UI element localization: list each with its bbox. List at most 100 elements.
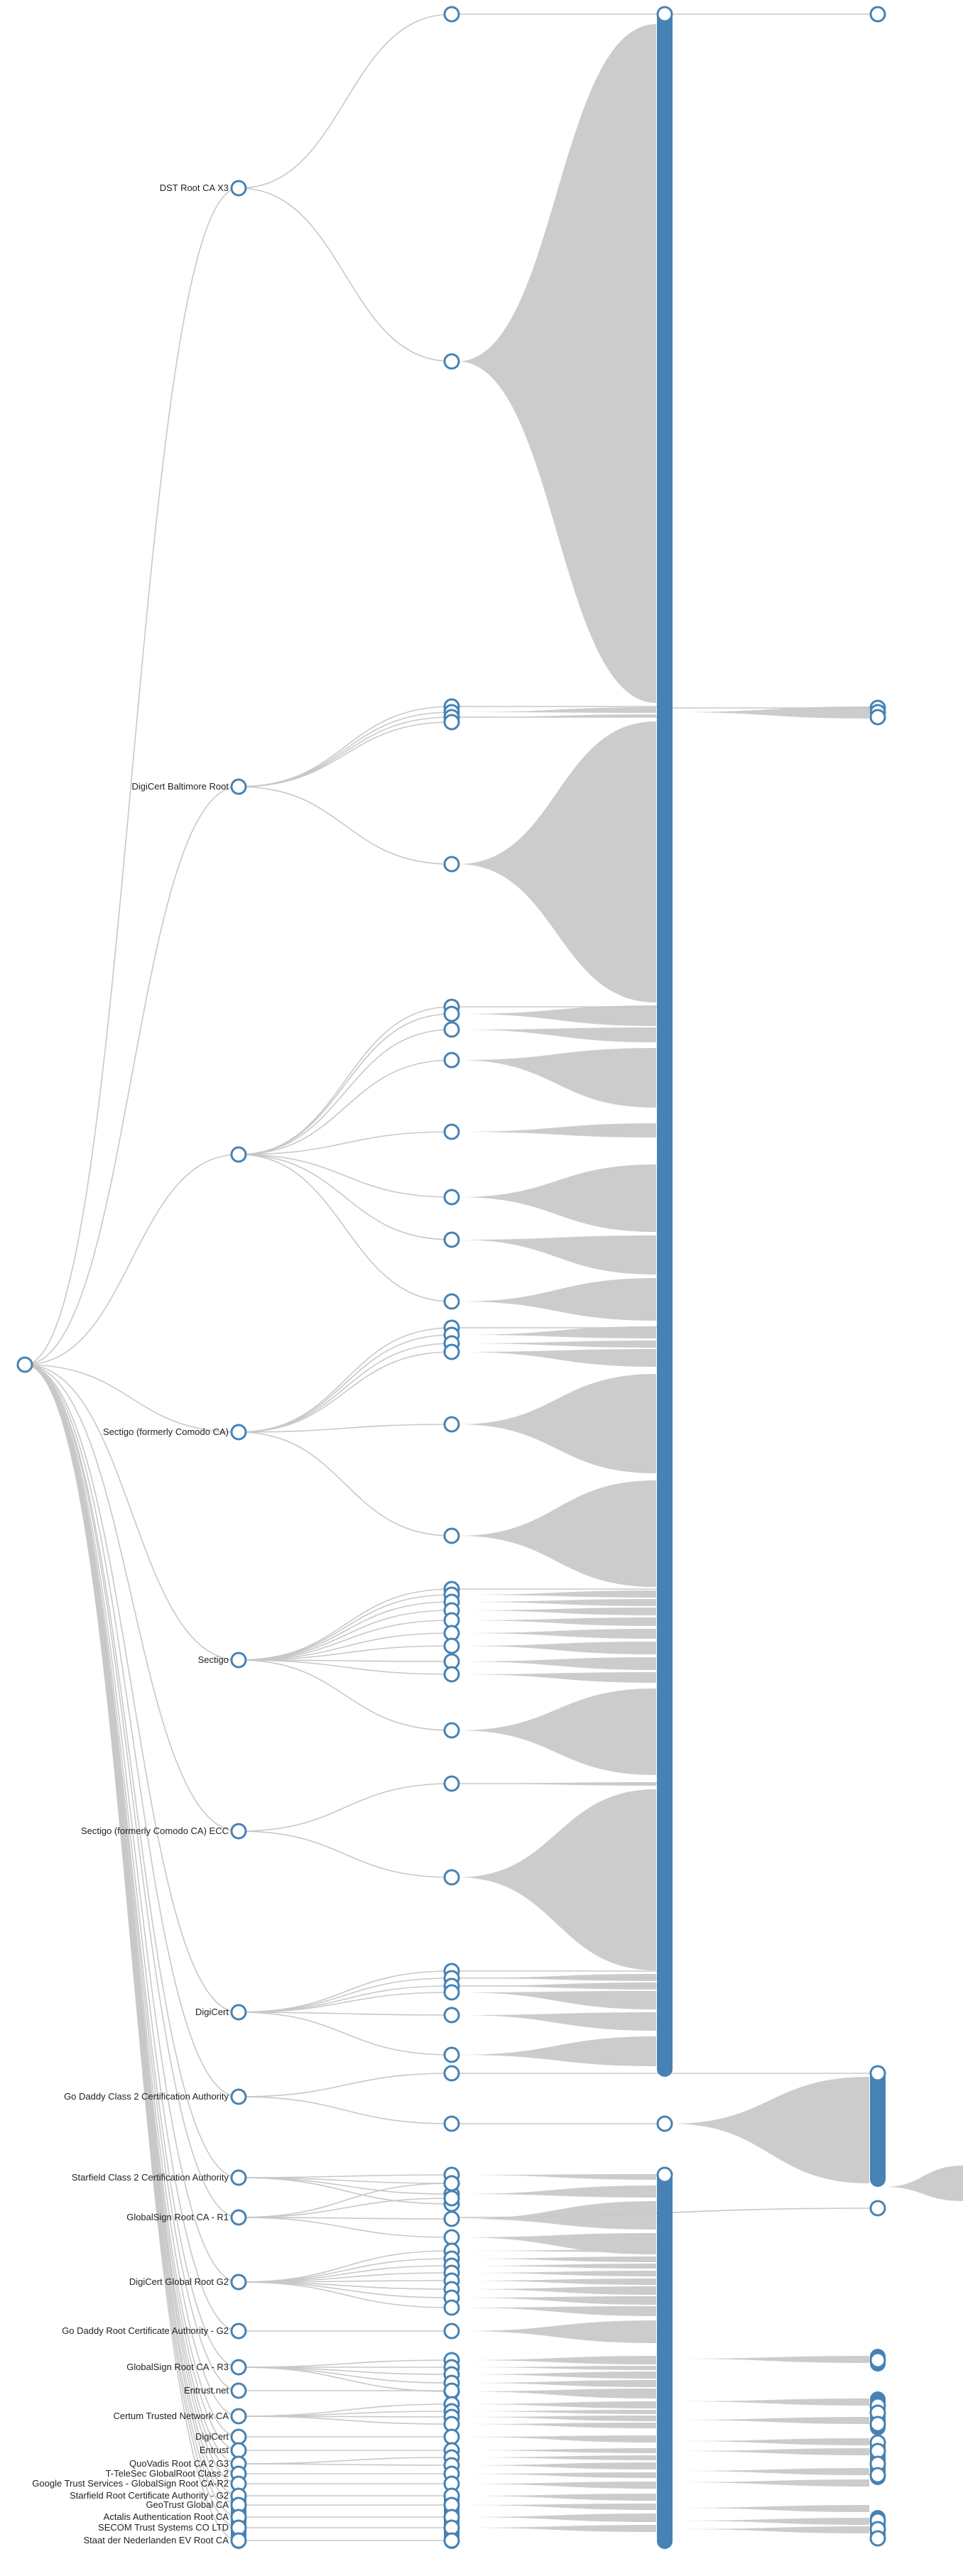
node-circle[interactable] [443,1869,460,1886]
intermediate-node[interactable] [443,2007,460,2024]
root-ca-certum[interactable]: Certum Trusted Network CA [113,2408,247,2425]
intermediate-node[interactable] [443,1666,460,1683]
intermediate-node[interactable] [443,856,460,873]
root-ca-godaddy2[interactable]: Go Daddy Class 2 Certification Authority [64,2088,247,2105]
root-ca-globalsign_r3[interactable]: GlobalSign Root CA - R3 [126,2359,247,2376]
root-ca-unlabeled_a[interactable] [230,1146,247,1163]
node-circle[interactable] [230,2359,247,2376]
intermediate-node[interactable] [443,1189,460,1206]
root-ca-entrust[interactable]: Entrust.net [184,2382,247,2399]
node-circle[interactable] [230,1146,247,1163]
node-circle[interactable] [443,1666,460,1683]
leaf-node[interactable] [869,709,886,726]
intermediate-node[interactable] [443,714,460,731]
intermediate-node[interactable] [443,2382,460,2399]
intermediate-node[interactable] [443,1293,460,1310]
intermediate-node[interactable] [656,2115,673,2132]
node-circle[interactable] [443,1637,460,1654]
node-circle[interactable] [443,1343,460,1360]
intermediate-node[interactable] [443,2190,460,2207]
root-ca-digicert_s[interactable]: DigiCert [195,2428,247,2445]
root-ca-dst[interactable]: DST Root CA X3 [160,180,247,197]
node-circle[interactable] [443,1984,460,2001]
root-ca-godaddy_g2[interactable]: Go Daddy Root Certificate Authority - G2 [62,2323,247,2340]
root-ca-geotrust[interactable]: GeoTrust Global CA [146,2496,247,2514]
node-circle[interactable] [443,2428,460,2445]
node-circle[interactable] [443,714,460,731]
node-circle[interactable] [230,2088,247,2105]
node-circle[interactable] [230,2428,247,2445]
node-circle[interactable] [443,2210,460,2227]
node-circle[interactable] [443,1231,460,1248]
node-circle[interactable] [656,2115,673,2132]
node-circle[interactable] [443,1123,460,1140]
intermediate-node[interactable] [443,2323,460,2340]
intermediate-node[interactable] [443,2532,460,2549]
node-circle[interactable] [869,6,886,23]
node-circle[interactable] [443,1722,460,1739]
leaf-node[interactable] [869,2467,886,2484]
intermediate-node[interactable] [443,2299,460,2316]
intermediate-node[interactable] [443,1869,460,1886]
node-circle[interactable] [443,856,460,873]
node-circle[interactable] [869,2530,886,2547]
node-circle[interactable] [230,2169,247,2186]
node-circle[interactable] [230,2442,247,2459]
chain-top-node[interactable] [656,6,673,23]
node-circle[interactable] [443,6,460,23]
intermediate-node[interactable] [443,1722,460,1739]
intermediate-node[interactable] [443,1984,460,2001]
intermediate-node[interactable] [443,2210,460,2227]
node-circle[interactable] [443,1005,460,1022]
node-circle[interactable] [443,1021,460,1038]
root-node[interactable] [16,1356,33,1373]
node-circle[interactable] [230,2382,247,2399]
node-circle[interactable] [230,1823,247,1840]
root-ca-globalsign_r1[interactable]: GlobalSign Root CA - R1 [126,2209,247,2226]
node-circle[interactable] [230,2209,247,2226]
node-circle[interactable] [230,1424,247,1441]
root-ca-gts[interactable]: Google Trust Services - GlobalSign Root … [32,2475,247,2492]
node-circle[interactable] [230,2004,247,2021]
leaf-node[interactable] [869,2352,886,2369]
intermediate-node[interactable] [443,2065,460,2082]
node-circle[interactable] [443,1293,460,1310]
leaf-node[interactable] [869,6,886,23]
node-circle[interactable] [230,1652,247,1669]
node-circle[interactable] [443,2115,460,2132]
root-ca-sectigo[interactable]: Sectigo [198,1652,247,1669]
root-ca-entrust_s[interactable]: Entrust [200,2442,247,2459]
intermediate-node[interactable] [443,1416,460,1433]
node-circle[interactable] [443,2046,460,2063]
node-circle[interactable] [443,2007,460,2024]
intermediate-node[interactable] [443,1021,460,1038]
node-circle[interactable] [443,1527,460,1544]
intermediate-node[interactable] [443,1052,460,1069]
intermediate-node[interactable] [443,2046,460,2063]
node-circle[interactable] [16,1356,33,1373]
intermediate-node[interactable] [443,353,460,370]
intermediate-node[interactable] [443,1775,460,1792]
intermediate-node[interactable] [443,2115,460,2132]
intermediate-node[interactable] [443,1005,460,1022]
root-ca-baltimore[interactable]: DigiCert Baltimore Root [131,778,247,795]
node-circle[interactable] [230,180,247,197]
leaf-node[interactable] [869,2416,886,2433]
intermediate-node[interactable] [443,1637,460,1654]
node-circle[interactable] [443,1052,460,1069]
node-circle[interactable] [443,2175,460,2192]
node-circle[interactable] [443,1416,460,1433]
intermediate-node[interactable] [443,1527,460,1544]
node-circle[interactable] [443,2229,460,2246]
node-circle[interactable] [230,778,247,795]
leaf-node[interactable] [869,2530,886,2547]
leaf-node[interactable] [869,2065,886,2082]
node-circle[interactable] [230,2532,247,2549]
intermediate-node[interactable] [443,6,460,23]
node-circle[interactable] [869,2416,886,2433]
node-circle[interactable] [443,2382,460,2399]
node-circle[interactable] [656,6,673,23]
intermediate-node[interactable] [443,1123,460,1140]
node-circle[interactable] [443,2323,460,2340]
node-circle[interactable] [656,2166,673,2183]
